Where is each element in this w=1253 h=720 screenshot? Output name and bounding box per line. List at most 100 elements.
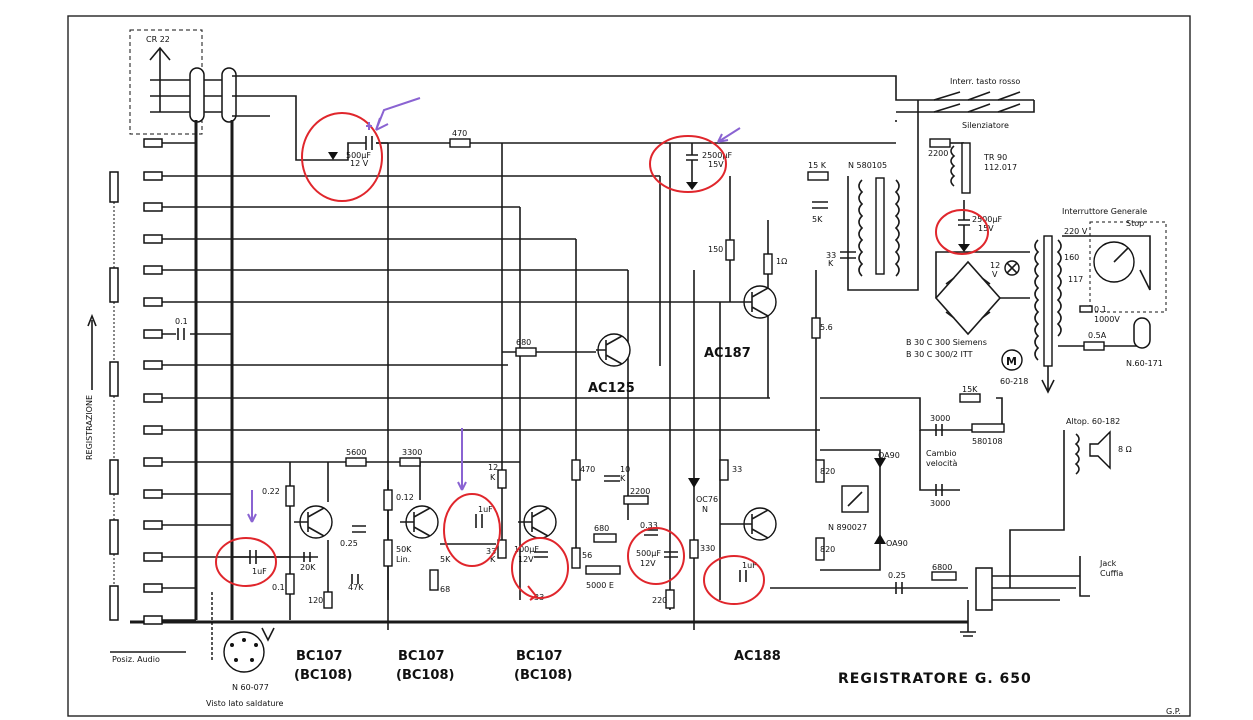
c10k-label: 10	[620, 465, 630, 474]
motor	[1001, 349, 1023, 371]
jack-label: Jack	[1099, 559, 1117, 568]
ohm8-label: 8 Ω	[1118, 445, 1132, 454]
resistor-470-top	[449, 138, 471, 148]
ac187-label: AC187	[704, 346, 751, 361]
r6800-label: 6800	[932, 563, 952, 572]
connector-plug-b	[221, 67, 237, 123]
cap-1uf-c: 1uF	[742, 561, 757, 570]
pot50k-label: 50K	[396, 545, 412, 554]
r2200-label: 2200	[928, 149, 948, 158]
cap-1uf-a: 1uF	[252, 567, 267, 576]
silenziatore-label: Silenziatore	[962, 121, 1009, 130]
oa90b-label: OA90	[886, 539, 908, 548]
oc76-label: OC76	[696, 495, 718, 504]
bc107-2-label: BC107	[398, 649, 445, 664]
cap-0-1-left: 0.1	[175, 317, 188, 326]
ac125-label: AC125	[588, 381, 635, 396]
v160-label: 160	[1064, 253, 1079, 262]
r01-label: 0.1	[272, 583, 285, 592]
r120-label: 120	[308, 596, 323, 605]
r68-label: 68	[440, 585, 450, 594]
page-frame	[67, 15, 1191, 717]
r33k-label: 33	[826, 251, 836, 260]
posiz-audio-label: Posiz. Audio	[112, 655, 160, 664]
connector-label: CR 22	[146, 35, 170, 44]
cap-2500uf-b-v: 15V	[978, 224, 994, 233]
cap-100uf-v: 12V	[518, 555, 534, 564]
cap-500uf-b: 500μF	[636, 549, 661, 558]
v117-label: 117	[1068, 275, 1083, 284]
lamp12v-label: 12	[990, 261, 1000, 270]
bc108-1-label: (BC108)	[294, 668, 352, 683]
n580105-label: N 580105	[848, 161, 887, 170]
registrazione-label: REGISTRAZIONE	[85, 395, 94, 460]
siemens1-label: B 30 C 300 Siemens	[906, 338, 987, 347]
r56-label: 56	[582, 551, 592, 560]
r5k-b-label: 5K	[440, 555, 451, 564]
c033-label: 0.33	[640, 521, 658, 530]
bc108-2-label: (BC108)	[396, 668, 454, 683]
r470-top-label: 470	[452, 129, 467, 138]
c01-1000-label: 0.1	[1094, 305, 1107, 314]
tr90-label: TR 90	[983, 153, 1007, 162]
red-annotations	[215, 112, 989, 605]
velocita-label: velocità	[926, 459, 958, 468]
din-sub-label: Visto lato saldature	[206, 699, 284, 708]
r022-label: 0.22	[262, 487, 280, 496]
r47k-label: 47K	[348, 583, 364, 592]
cuffia-label: Cuffia	[1100, 569, 1123, 578]
cap-2500uf-a-v: 15V	[708, 160, 724, 169]
purple-annotations	[247, 97, 741, 523]
n60171-label: N.60-171	[1126, 359, 1163, 368]
din-label: N 60-077	[232, 683, 269, 692]
r2200b-label: 2200	[630, 487, 650, 496]
interr-rosso-label: Interr. tasto rosso	[950, 77, 1020, 86]
r33k-c-label: 33	[486, 547, 496, 556]
r33k-b-label: K	[828, 259, 834, 268]
r820b-label: 820	[820, 545, 835, 554]
siemens2-label: B 30 C 300/2 ITT	[906, 350, 973, 359]
r15k-a-label: 15 K	[808, 161, 827, 170]
r33b-label: 33	[732, 465, 742, 474]
altop-label: Altop. 60-182	[1066, 417, 1120, 426]
cap-2500uf-a: 2500μF	[702, 151, 732, 160]
r12k-b-label: K	[490, 473, 496, 482]
jack-socket	[975, 567, 993, 611]
r680a-label: 680	[516, 338, 531, 347]
bc108-3-label: (BC108)	[514, 668, 572, 683]
r5k-label: 5K	[812, 215, 823, 224]
oa90a-label: OA90	[878, 451, 900, 460]
c01-1000v-label: 1000V	[1094, 315, 1120, 324]
cap-2500uf-b: 2500μF	[972, 215, 1002, 224]
c025b-label: 0.25	[888, 571, 906, 580]
pot50k-b-label: Lin.	[396, 555, 410, 564]
r012-label: 0.12	[396, 493, 414, 502]
r470b-label: 470	[580, 465, 595, 474]
lamp12v-b-label: V	[992, 270, 998, 279]
bridge-rectifier	[934, 260, 1002, 336]
r330-label: 330	[700, 544, 715, 553]
cap-100uf: 100μF	[514, 545, 539, 554]
din-socket	[223, 631, 265, 673]
bc107-1-label: BC107	[296, 649, 343, 664]
r5600-label: 5600	[346, 448, 366, 457]
motor-label: 60-218	[1000, 377, 1028, 386]
r33k-d-label: K	[490, 555, 496, 564]
svg-text:M: M	[1006, 355, 1017, 368]
n890027-label: N 890027	[828, 523, 867, 532]
cap-500uf-top-v: 12 V	[350, 159, 369, 168]
r220-label: 220	[652, 596, 667, 605]
r12k-label: 12	[488, 463, 498, 472]
c10k-b-label: K	[620, 474, 626, 483]
oc76-b-label: N	[702, 505, 708, 514]
cambio-label: Cambio	[926, 449, 957, 458]
c3000b-label: 3000	[930, 499, 950, 508]
tr90-core	[961, 142, 971, 194]
power-plug	[1133, 317, 1151, 349]
cap-500uf-b-v: 12V	[640, 559, 656, 568]
r680b-label: 680	[594, 524, 609, 533]
r5-6-label: 5.6	[820, 323, 833, 332]
loudspeaker-icon	[1089, 430, 1111, 470]
r15kb-label: 15K	[962, 385, 978, 394]
